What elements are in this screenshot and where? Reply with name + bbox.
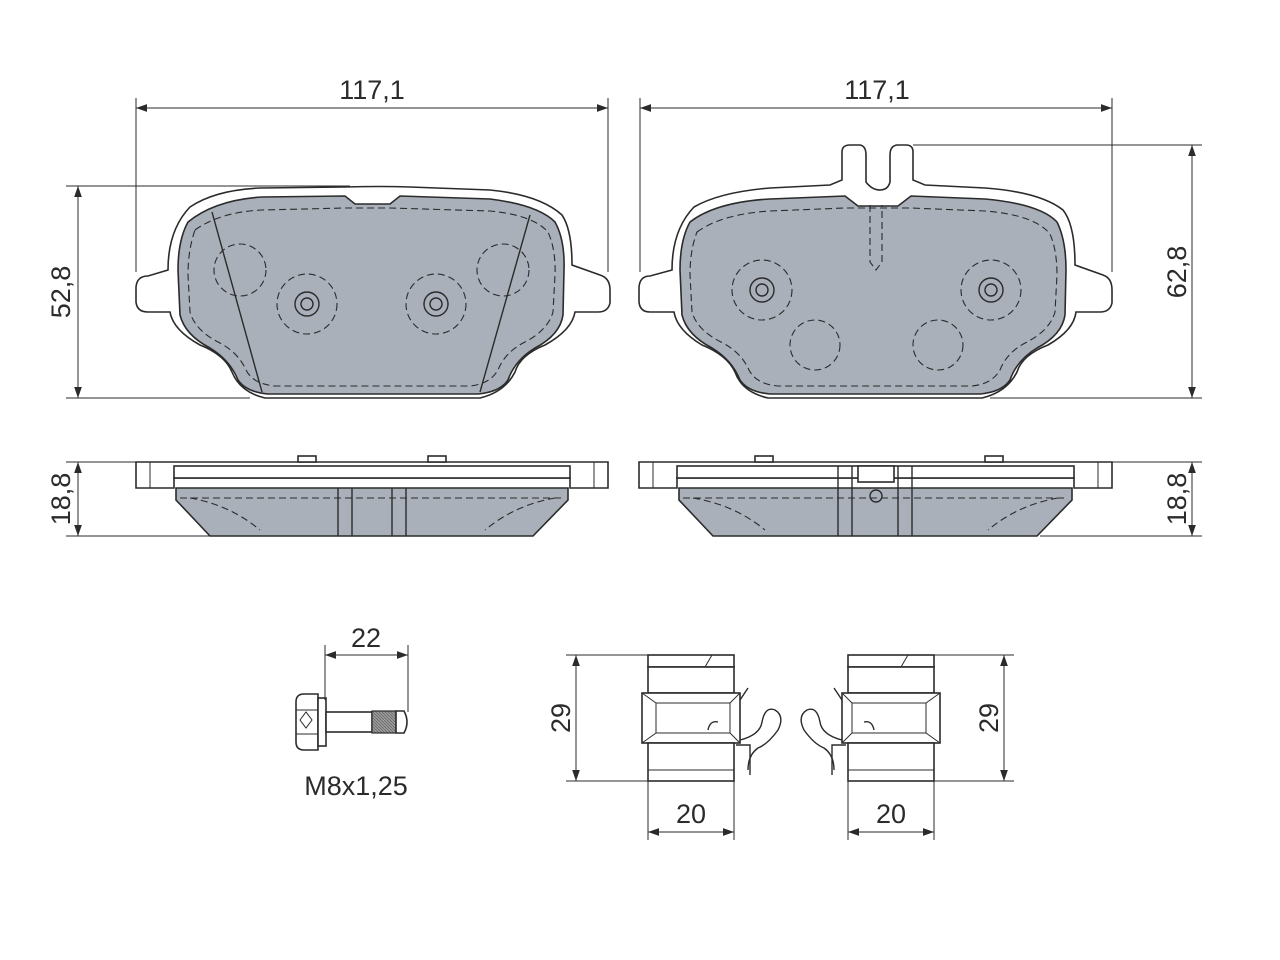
- right-clip-height-dimension: 29: [934, 654, 1014, 782]
- bolt-thread-label: M8x1,25: [304, 771, 408, 801]
- right-clip-width-dimension: 20: [847, 781, 935, 840]
- right-pad-rivet-right-inner: [984, 283, 998, 297]
- right-pad-side-friction: [678, 487, 1073, 537]
- left-pad-height-label: 52,8: [46, 266, 76, 319]
- bolt-thread: [371, 710, 397, 734]
- left-pad-friction-material: [177, 195, 565, 395]
- left-pad-spring-seat-right: [405, 273, 467, 335]
- right-pad-side-view: [638, 455, 1113, 537]
- left-clip-height-label: 29: [546, 703, 576, 733]
- left-clip-width-label: 20: [676, 799, 706, 829]
- left-pad-thickness-dimension: 18,8: [46, 461, 210, 537]
- left-pad-slot-right: [479, 214, 531, 393]
- left-clip-drawing: [641, 654, 782, 782]
- left-pad-slot-left: [211, 211, 263, 393]
- right-clip-height-label: 29: [974, 703, 1004, 733]
- bolt-length-dimension: 22: [324, 623, 409, 712]
- left-pad-spring-seat-left: [276, 273, 338, 335]
- right-clip-width-label: 20: [876, 799, 906, 829]
- left-pad-rivet-right-inner: [429, 297, 443, 311]
- right-pad-width-dimension: 117,1: [639, 75, 1113, 272]
- right-pad-hidden-outline: [689, 207, 1058, 387]
- right-clip-drawing: [800, 654, 941, 782]
- bolt-length-label: 22: [351, 623, 381, 653]
- left-pad-side-friction: [175, 487, 569, 537]
- right-pad-rivet-right: [978, 277, 1004, 303]
- left-pad-hole-outer-right: [476, 243, 530, 297]
- right-pad-spring-seat-right: [960, 259, 1022, 321]
- right-pad-height-dimension: 62,8: [913, 144, 1202, 399]
- left-clip-height-dimension: 29: [546, 654, 648, 782]
- left-pad-front-view: [135, 185, 611, 399]
- right-pad-hole-lower-left: [789, 319, 841, 371]
- left-clip-width-dimension: 20: [647, 781, 735, 840]
- right-pad-rivet-left: [749, 277, 775, 303]
- left-pad-width-dimension: 117,1: [135, 75, 609, 272]
- right-pad-thickness-label: 18,8: [1162, 473, 1192, 526]
- left-pad-width-label: 117,1: [339, 75, 405, 105]
- left-pad-rivet-right: [423, 291, 449, 317]
- right-pad-height-label: 62,8: [1162, 246, 1192, 299]
- left-pad-thickness-label: 18,8: [46, 473, 76, 526]
- right-pad-sensor-channel: [869, 205, 883, 271]
- right-pad-thickness-dimension: 18,8: [1040, 461, 1202, 537]
- left-pad-hole-outer-left: [213, 243, 267, 297]
- left-pad-height-dimension: 52,8: [46, 185, 350, 399]
- right-pad-spring-seat-left: [731, 259, 793, 321]
- right-pad-friction-material: [679, 195, 1067, 395]
- left-pad-side-view: [135, 455, 609, 537]
- left-pad-rivet-left-inner: [300, 297, 314, 311]
- left-pad-rivet-left: [294, 291, 320, 317]
- left-pad-hidden-outline: [187, 207, 556, 387]
- right-pad-hole-lower-right: [912, 319, 964, 371]
- bolt-drawing: [295, 693, 408, 751]
- right-pad-rivet-left-inner: [755, 283, 769, 297]
- right-pad-front-view: [638, 144, 1113, 399]
- right-pad-width-label: 117,1: [844, 75, 910, 105]
